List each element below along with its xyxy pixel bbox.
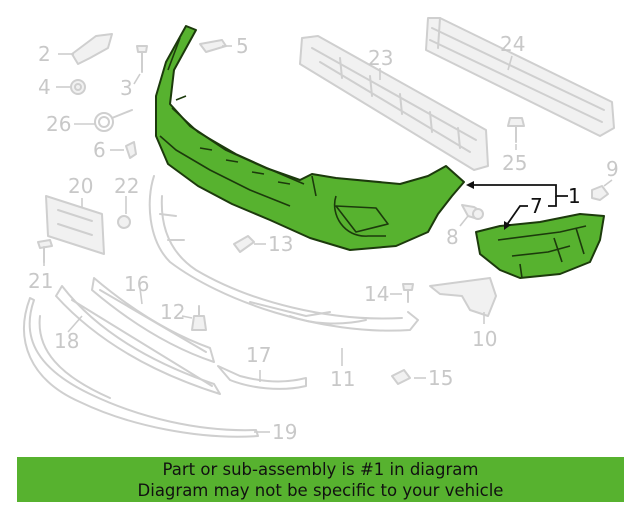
part-18-lower-grille xyxy=(55,285,221,395)
part-6-clip xyxy=(125,141,137,159)
part-1-bumper-cover xyxy=(155,25,465,251)
callout-19: 19 xyxy=(272,420,297,444)
banner-line-2: Diagram may not be specific to your vehi… xyxy=(137,480,504,500)
part-26-ring xyxy=(94,109,133,132)
part-9-clip xyxy=(591,185,609,201)
part-17-trim xyxy=(217,365,307,390)
callout-17: 17 xyxy=(246,343,271,367)
info-banner: Part or sub-assembly is #1 in diagram Di… xyxy=(17,457,624,502)
part-24-reinforcement-beam xyxy=(425,17,615,137)
callout-9: 9 xyxy=(606,157,619,181)
callout-15: 15 xyxy=(428,366,453,390)
part-15-clip xyxy=(391,369,411,385)
part-16-grille xyxy=(91,277,215,363)
callout-21: 21 xyxy=(28,269,53,293)
callout-14: 14 xyxy=(364,282,389,306)
callout-26: 26 xyxy=(46,112,71,136)
part-4-nut xyxy=(70,79,86,95)
callout-18: 18 xyxy=(54,329,79,353)
part-19-valance xyxy=(23,297,259,438)
callout-20: 20 xyxy=(68,174,93,198)
part-12-bolt xyxy=(191,305,207,331)
callout-8: 8 xyxy=(446,225,459,249)
callout-25: 25 xyxy=(502,151,527,175)
callout-22: 22 xyxy=(114,174,139,198)
callout-16: 16 xyxy=(124,272,149,296)
part-13-bracket xyxy=(233,235,255,253)
callout-3: 3 xyxy=(120,76,133,100)
parts-diagram: 2 3 4 5 26 6 23 24 25 9 8 20 22 21 13 16… xyxy=(23,17,619,444)
part-3-screw xyxy=(136,45,148,73)
part-2-bracket xyxy=(71,33,113,65)
callout-12: 12 xyxy=(160,300,185,324)
callout-13: 13 xyxy=(268,232,293,256)
callout-24: 24 xyxy=(500,32,525,56)
part-21-screw xyxy=(37,239,53,263)
callout-7: 7 xyxy=(530,194,543,218)
callout-5: 5 xyxy=(236,34,249,58)
part-8-bolt xyxy=(461,204,484,220)
part-22-nut xyxy=(117,215,131,229)
part-7-bracket xyxy=(475,213,605,279)
part-23-energy-absorber xyxy=(299,35,489,171)
callout-2: 2 xyxy=(38,42,51,66)
part-20-plate-bracket xyxy=(45,195,105,255)
callout-1: 1 xyxy=(568,184,581,208)
leaders-gray xyxy=(43,45,613,433)
callout-labels: 2 3 4 5 26 6 23 24 25 9 8 20 22 21 13 16… xyxy=(28,32,619,444)
part-25-push-pin xyxy=(507,117,525,143)
callout-6: 6 xyxy=(93,138,106,162)
part-10-bezel xyxy=(429,277,497,317)
callout-10: 10 xyxy=(472,327,497,351)
callout-4: 4 xyxy=(38,75,51,99)
part-11-lower-cover xyxy=(148,175,419,332)
callout-11: 11 xyxy=(330,367,355,391)
leaders-highlight[interactable] xyxy=(466,181,568,230)
callout-23: 23 xyxy=(368,46,393,70)
part-14-bolt xyxy=(402,283,414,303)
banner-line-1: Part or sub-assembly is #1 in diagram xyxy=(162,459,479,479)
